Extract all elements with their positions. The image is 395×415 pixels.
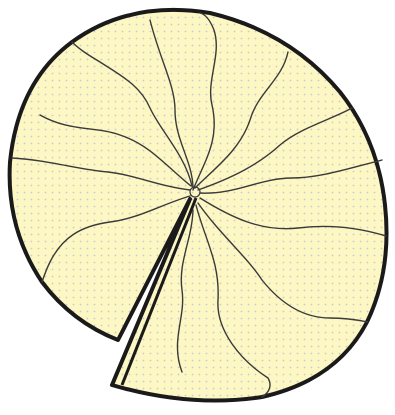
- disc-body: [10, 10, 387, 401]
